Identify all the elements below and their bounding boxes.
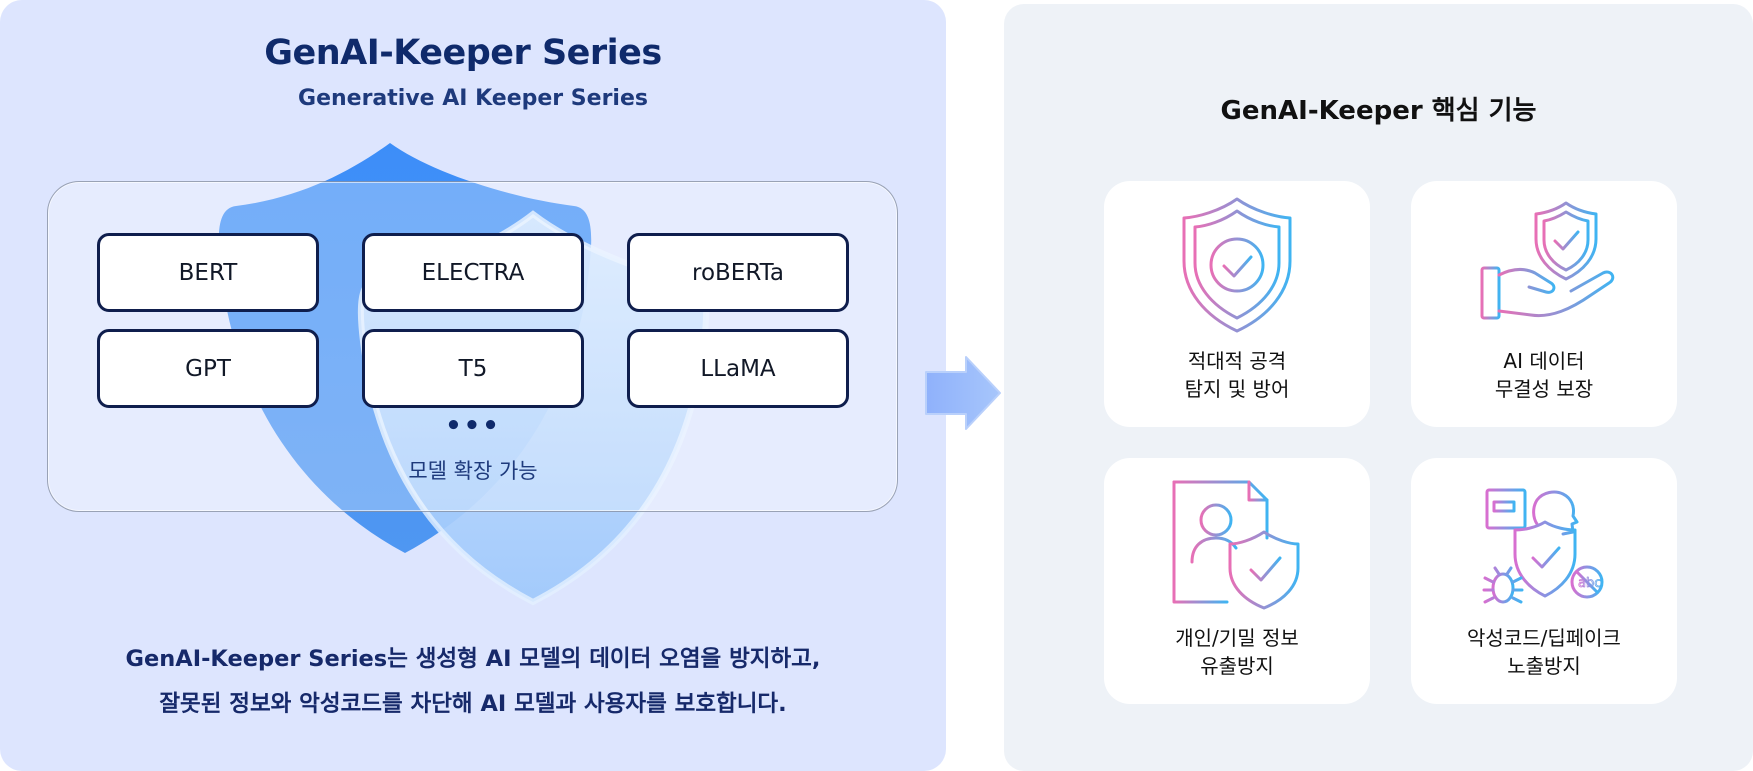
hand-shield-icon — [1480, 201, 1615, 320]
feature-label-line2: 탐지 및 방어 — [1184, 377, 1290, 401]
feature-card-data-integrity: AI 데이터 무결성 보장 — [1411, 181, 1677, 427]
product-series-panel: GenAI-Keeper Series Generative AI Keeper… — [0, 0, 946, 771]
page-subtitle: Generative AI Keeper Series — [298, 86, 648, 111]
model-box-t5: T5 — [362, 329, 584, 408]
feature-card-privacy-protection: 개인/기밀 정보 유출방지 — [1104, 458, 1370, 704]
feature-label-line1: 악성코드/딥페이크 — [1467, 626, 1621, 650]
features-title: GenAI-Keeper 핵심 기능 — [1220, 96, 1537, 126]
description-line-2: 잘못된 정보와 악성코드를 차단해 AI 모델과 사용자를 보호합니다. — [159, 691, 787, 717]
description-line-1: GenAI-Keeper Series는 생성형 AI 모델의 데이터 오염을 … — [125, 646, 821, 672]
feature-label-line2: 유출방지 — [1200, 654, 1274, 678]
feature-label-line2: 무결성 보장 — [1494, 377, 1594, 401]
feature-card-malware-deepfake: abc 악성코드/딥페이크 노출방지 — [1411, 458, 1677, 704]
feature-label-line1: 개인/기밀 정보 — [1175, 626, 1299, 650]
arrow-right-icon — [925, 356, 1001, 430]
model-box-llama: LLaMA — [627, 329, 849, 408]
model-box-electra: ELECTRA — [362, 233, 584, 312]
feature-label-line1: AI 데이터 — [1503, 349, 1585, 373]
model-expand-label: 모델 확장 가능 — [408, 459, 538, 483]
more-models-indicator: ••• — [445, 411, 501, 441]
model-box-roberta: roBERTa — [627, 233, 849, 312]
model-box-gpt: GPT — [97, 329, 319, 408]
feature-label-line1: 적대적 공격 — [1187, 349, 1287, 373]
feature-card-adversarial-defense: 적대적 공격 탐지 및 방어 — [1104, 181, 1370, 427]
svg-text:abc: abc — [1578, 576, 1601, 591]
feature-label-line2: 노출방지 — [1507, 654, 1581, 678]
model-box-bert: BERT — [97, 233, 319, 312]
malware-deepfake-shield-icon: abc — [1482, 488, 1604, 604]
shield-check-icon — [1182, 197, 1292, 333]
document-user-shield-icon — [1172, 480, 1300, 610]
page-title: GenAI-Keeper Series — [264, 33, 662, 73]
